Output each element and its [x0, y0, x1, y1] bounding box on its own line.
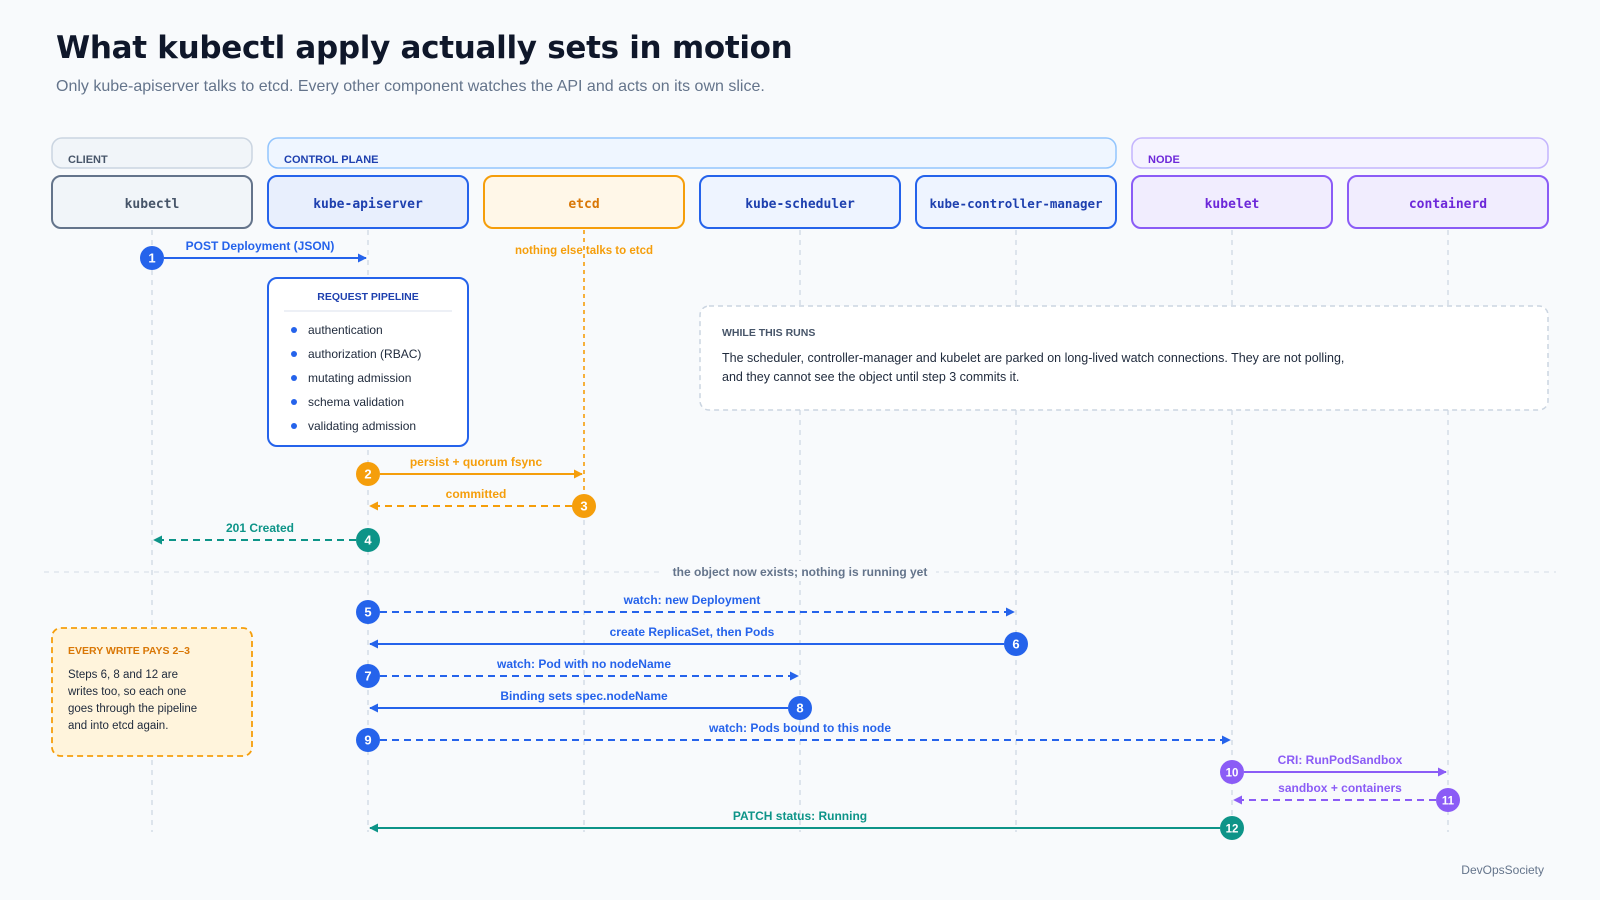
message-step-3: committed 3: [369, 487, 596, 518]
step-badge: [1220, 816, 1244, 840]
participant-label-scheduler: kube-scheduler: [745, 197, 855, 212]
step-number: 9: [364, 733, 371, 748]
pipeline-list: authentication authorization (RBAC) muta…: [291, 323, 421, 433]
pipeline-item: authorization (RBAC): [308, 347, 421, 361]
step-number: 2: [364, 467, 371, 482]
participant-label-kubectl: kubectl: [125, 197, 180, 212]
message-label: 201 Created: [226, 521, 294, 535]
step-badge: [572, 494, 596, 518]
step-number: 11: [1442, 796, 1455, 808]
step-badge: [356, 600, 380, 624]
message-step-2: persist + quorum fsync 2: [356, 455, 583, 486]
message-label: create ReplicaSet, then Pods: [610, 625, 775, 639]
group-label-client: CLIENT: [68, 154, 108, 166]
request-pipeline-box: REQUEST PIPELINE authentication authoriz…: [267, 277, 469, 447]
message-step-12: PATCH status: Running 12: [369, 809, 1244, 840]
pipeline-title: REQUEST PIPELINE: [317, 291, 419, 303]
message-step-8: Binding sets spec.nodeName 8: [369, 689, 812, 720]
message-step-5: watch: new Deployment 5: [356, 593, 1015, 624]
message-label: persist + quorum fsync: [410, 455, 543, 469]
message-step-1: POST Deployment (JSON) 1: [140, 239, 367, 270]
group-control-plane: CONTROL PLANE: [267, 137, 1117, 169]
step-badge: [140, 246, 164, 270]
step-number: 6: [1012, 637, 1019, 652]
pipeline-item: validating admission: [308, 419, 416, 433]
message-label: Binding sets spec.nodeName: [500, 689, 668, 703]
step-badge: [356, 528, 380, 552]
step-badge: [356, 728, 380, 752]
step-number: 12: [1226, 824, 1239, 836]
step-badge: [1436, 788, 1460, 812]
participant-label-etcd: etcd: [568, 197, 599, 212]
step-number: 7: [364, 669, 371, 684]
step-number: 8: [796, 701, 803, 716]
participant-controller: kube-controller-manager: [915, 175, 1117, 229]
participant-label-apiserver: kube-apiserver: [313, 197, 423, 212]
pipeline-item: schema validation: [308, 395, 404, 409]
group-label-node: NODE: [1148, 154, 1180, 166]
messages: POST Deployment (JSON) 1 persist + quorum …: [140, 239, 1460, 840]
message-step-4: 201 Created 4: [153, 521, 380, 552]
step-number: 3: [580, 499, 587, 514]
message-label: POST Deployment (JSON): [186, 239, 335, 253]
message-label: watch: Pod with no nodeName: [496, 657, 671, 671]
while-box-title: WHILE THIS RUNS: [722, 327, 815, 339]
divider-label: the object now exists; nothing is runnin…: [673, 565, 928, 579]
message-step-11: sandbox + containers 11: [1233, 781, 1460, 812]
message-step-9: watch: Pods bound to this node 9: [356, 721, 1231, 752]
while-box-line: and they cannot see the object until ste…: [722, 370, 1019, 384]
group-client: CLIENT: [51, 137, 253, 169]
message-label: watch: Pods bound to this node: [708, 721, 891, 735]
step-number: 4: [364, 533, 372, 548]
write-box-line: writes too, so each one: [67, 686, 186, 698]
write-box-title: EVERY WRITE PAYS 2–3: [68, 645, 190, 657]
message-step-7: watch: Pod with no nodeName 7: [356, 657, 799, 688]
message-step-6: create ReplicaSet, then Pods 6: [369, 625, 1028, 656]
message-label: sandbox + containers: [1278, 781, 1402, 795]
pipeline-item: mutating admission: [308, 371, 411, 385]
step-badge: [1004, 632, 1028, 656]
participant-kubectl: kubectl: [51, 175, 253, 229]
step-badge: [788, 696, 812, 720]
participant-containerd: containerd: [1347, 175, 1549, 229]
etcd-note: nothing else talks to etcd: [515, 245, 653, 257]
group-label-control-plane: CONTROL PLANE: [284, 154, 379, 166]
write-box-line: goes through the pipeline: [68, 703, 197, 715]
step-number: 10: [1226, 768, 1239, 780]
message-step-10: CRI: RunPodSandbox 10: [1220, 753, 1447, 784]
participant-label-controller: kube-controller-manager: [929, 196, 1103, 211]
step-badge: [1220, 760, 1244, 784]
message-label: PATCH status: Running: [733, 809, 867, 823]
participant-scheduler: kube-scheduler: [699, 175, 901, 229]
every-write-pays-box: EVERY WRITE PAYS 2–3 Steps 6, 8 and 12 a…: [51, 627, 253, 757]
step-badge: [356, 664, 380, 688]
message-label: watch: new Deployment: [623, 593, 761, 607]
pipeline-item: authentication: [308, 323, 383, 337]
participant-label-kubelet: kubelet: [1205, 197, 1260, 212]
write-box-line: and into etcd again.: [68, 720, 168, 732]
while-this-runs-box: WHILE THIS RUNS The scheduler, controlle…: [699, 305, 1549, 411]
message-label: committed: [446, 487, 507, 501]
participant-kubelet: kubelet: [1131, 175, 1333, 229]
group-node: NODE: [1131, 137, 1549, 169]
step-number: 1: [148, 251, 155, 266]
participant-label-containerd: containerd: [1409, 197, 1487, 212]
page-title: What kubectl apply actually sets in moti…: [56, 30, 793, 66]
participant-etcd: etcd: [483, 175, 685, 229]
step-number: 5: [364, 605, 371, 620]
footer-brand: DevOpsSociety: [1461, 863, 1544, 877]
message-label: CRI: RunPodSandbox: [1278, 753, 1403, 767]
while-box-line: The scheduler, controller-manager and ku…: [722, 351, 1344, 365]
page-subtitle: Only kube-apiserver talks to etcd. Every…: [56, 78, 765, 95]
step-badge: [356, 462, 380, 486]
write-box-line: Steps 6, 8 and 12 are: [68, 669, 178, 681]
participant-apiserver: kube-apiserver: [267, 175, 469, 229]
